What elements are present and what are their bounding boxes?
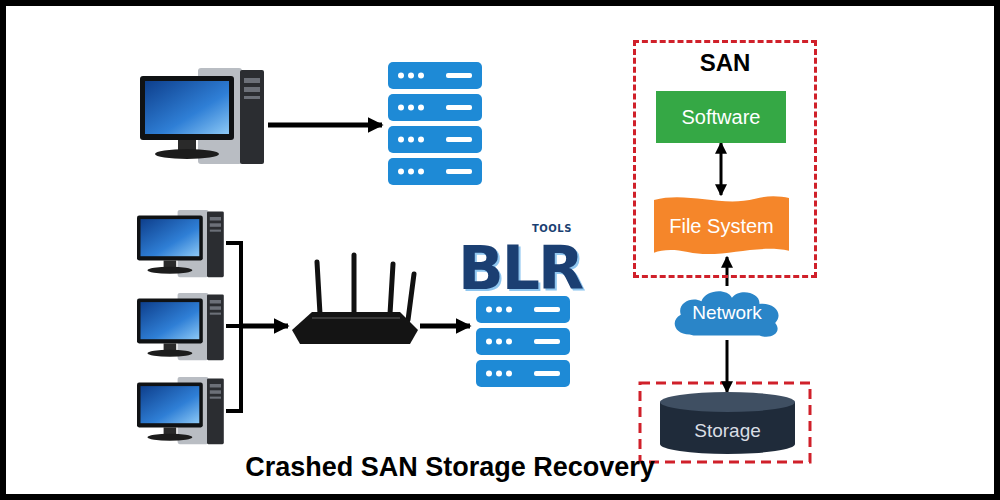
computer-icon	[137, 377, 224, 444]
connector-arrow	[726, 257, 729, 286]
storage-cylinder: Storage	[660, 392, 795, 454]
file-system-shape: File System	[654, 195, 789, 257]
flow-arrow	[268, 123, 382, 128]
server-unit	[388, 126, 482, 153]
router-icon	[292, 255, 418, 344]
frame	[3, 3, 997, 497]
flow-arrow	[420, 324, 470, 329]
cylinder-top	[660, 392, 795, 412]
server-unit	[388, 158, 482, 185]
san-boundary: SAN SoftwareFile System	[633, 40, 817, 278]
network-cloud: Network	[668, 286, 786, 340]
storage-boundary	[640, 383, 810, 462]
connector-arrow	[726, 340, 729, 392]
node-label: Storage	[694, 420, 761, 442]
process-box: Software	[656, 91, 786, 143]
server-unit	[476, 360, 570, 387]
cloud-shape	[675, 291, 779, 337]
server-unit	[476, 296, 570, 323]
server-unit	[388, 94, 482, 121]
logo-text: BLR	[458, 238, 582, 298]
flow-arrow	[241, 324, 288, 329]
node-label: Network	[692, 302, 762, 324]
computer-icon	[137, 293, 224, 360]
server-unit	[388, 62, 482, 89]
node-label: File System	[669, 215, 773, 238]
caption: Crashed SAN Storage Recovery	[120, 452, 780, 483]
connector-arrow	[720, 143, 723, 195]
computer-icon	[140, 68, 264, 164]
bracket-lines	[226, 243, 241, 411]
group-heading: SAN	[636, 49, 814, 77]
flag-shape	[654, 196, 789, 254]
computer-icon	[137, 210, 224, 277]
server-unit	[476, 328, 570, 355]
logo-subtext: TOOLS	[532, 224, 572, 234]
node-label: Software	[682, 106, 761, 129]
